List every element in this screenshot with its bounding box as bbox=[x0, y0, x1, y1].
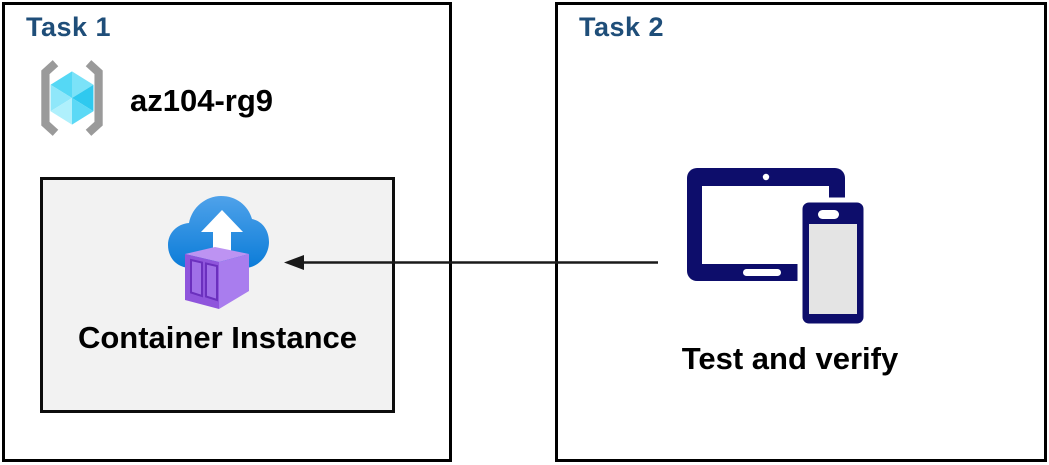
task1-title: Task 1 bbox=[26, 12, 112, 42]
container-instance-icon bbox=[165, 188, 271, 318]
resource-group-icon bbox=[28, 58, 116, 143]
container-instance-label: Container Instance bbox=[77, 320, 358, 355]
task1-box: Task 1 az104-rg9 bbox=[2, 2, 452, 462]
tablet-and-phone-icon bbox=[685, 163, 870, 331]
test-and-verify-label: Test and verify bbox=[681, 341, 899, 376]
container-instance-box: Container Instance bbox=[40, 177, 395, 413]
resource-group-name: az104-rg9 bbox=[130, 82, 274, 118]
task2-box: Task 2 Test and verify bbox=[555, 2, 1047, 462]
resource-group-row: az104-rg9 bbox=[28, 58, 273, 143]
task2-title: Task 2 bbox=[579, 12, 665, 42]
